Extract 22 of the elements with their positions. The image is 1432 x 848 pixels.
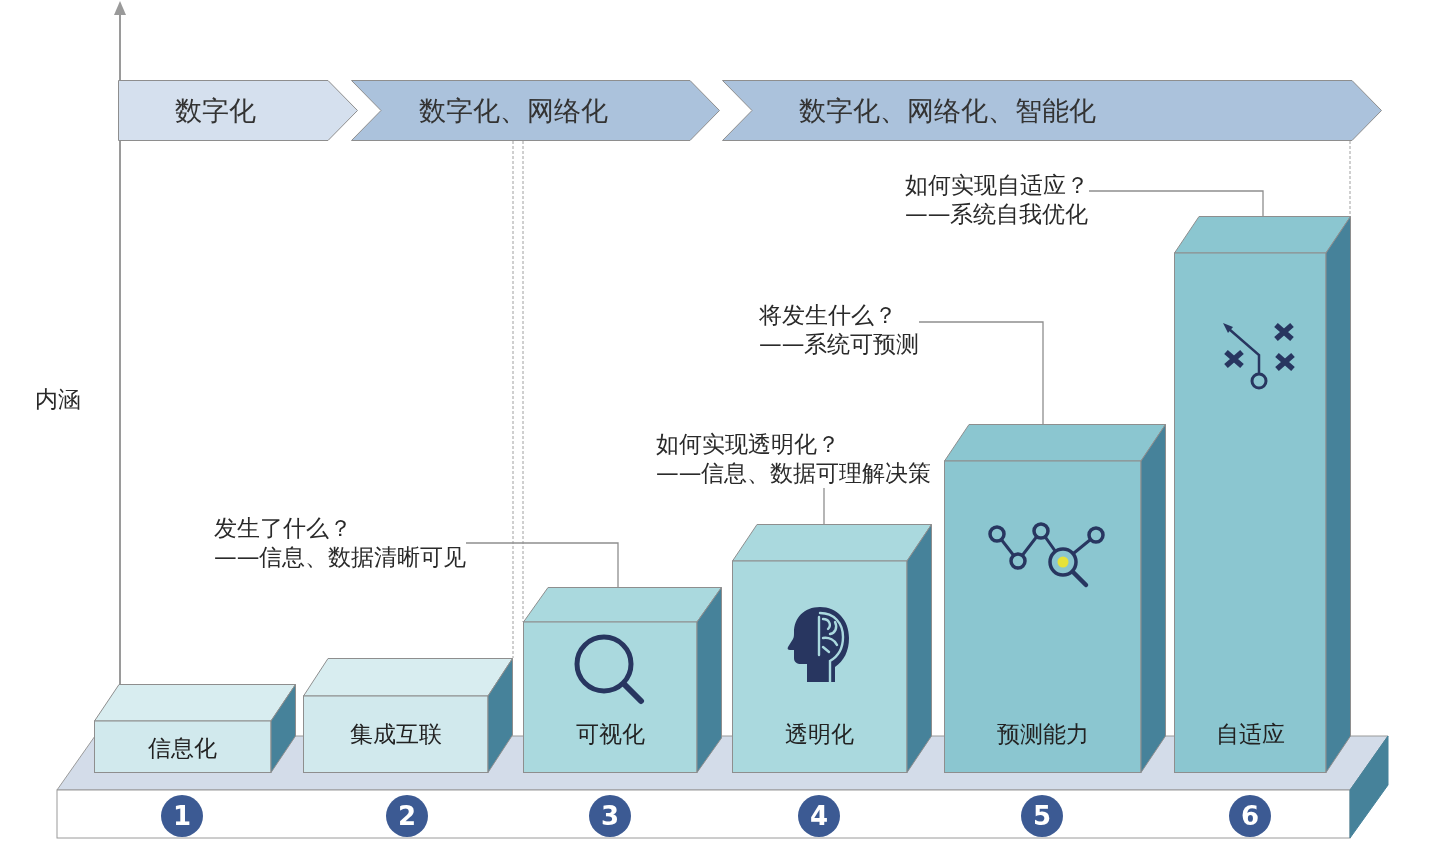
band-label: 数字化、网络化 [419,94,608,127]
block-label: 可视化 [575,721,645,747]
block-label: 集成互联 [349,721,442,747]
callout-answer: ——信息、数据可理解决策 [656,459,932,488]
leader-line [918,321,1044,425]
callout-answer: ——信息、数据清晰可见 [214,543,467,572]
callout-question: 将发生什么？ [759,301,897,330]
leader-line [1088,190,1264,217]
callout-question: 如何实现自适应？ [905,171,1089,200]
axis-label: 内涵 [35,385,81,413]
callout-question: 如何实现透明化？ [656,430,840,459]
block-label: 信息化 [148,735,217,761]
callout-answer: ——系统可预测 [759,330,920,359]
callout-answer: ——系统自我优化 [905,200,1089,229]
block-label: 自适应 [1215,721,1285,747]
block-label: 透明化 [785,721,854,747]
callout-question: 发生了什么？ [214,514,352,543]
leader-line [465,542,619,588]
band-label: 数字化、网络化、智能化 [799,94,1096,127]
band-label: 数字化 [175,94,256,127]
block-label: 预测能力 [996,721,1089,747]
leader-line [823,487,825,525]
